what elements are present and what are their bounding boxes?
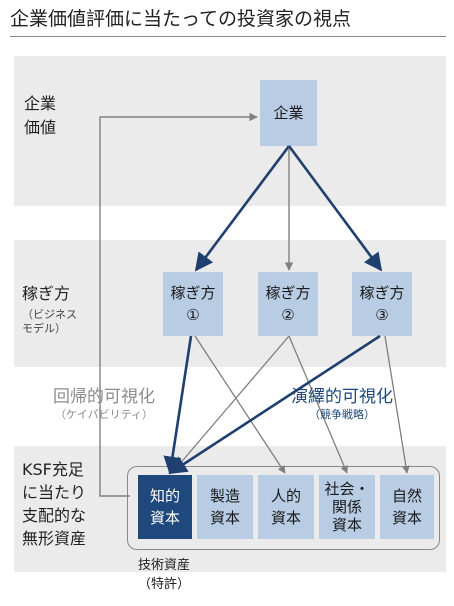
tech-asset-line: 技術資産 <box>137 558 190 573</box>
retro-visualization-label: 回帰的可視化 （ケイパビリティ） <box>38 386 170 422</box>
tech-asset-line: （特許） <box>137 577 190 592</box>
box-label: 資本 <box>391 509 422 527</box>
arrow-method1-to-intellectual <box>163 335 193 475</box>
page-title: 企業価値評価に当たっての投資家の視点 <box>10 8 352 30</box>
deduct-main: 演繹的可視化 <box>291 387 393 407</box>
retro-main: 回帰的可視化 <box>53 387 155 407</box>
box-label: 人的 <box>270 487 301 505</box>
box-label: 企業 <box>273 104 304 122</box>
box-label: 自然 <box>391 487 422 505</box>
box-number: ③ <box>375 306 389 324</box>
label-line: 支配的な <box>22 506 87 525</box>
capital-intellectual-box: 知的 資本 <box>138 475 192 539</box>
band-enterprise-value <box>14 56 446 206</box>
capital-human-box: 人的 資本 <box>258 475 314 539</box>
box-label: 知的 <box>149 487 180 505</box>
retro-sub: （ケイパビリティ） <box>55 408 153 421</box>
label-enterprise-value: 企業 価値 <box>24 92 56 140</box>
arrow-company-to-method3 <box>287 145 383 272</box>
box-label: 稼ぎ方 <box>359 284 405 302</box>
box-label: 資本 <box>149 509 180 527</box>
earning-method-1-box: 稼ぎ方 ① <box>163 272 223 336</box>
arrow-method2-to-intellectual <box>171 335 290 474</box>
box-label: 資本 <box>331 516 362 534</box>
tech-asset-label: 技術資産 （特許） <box>128 556 200 594</box>
label-sub-line: （ビジネス <box>22 308 77 321</box>
box-label: 稼ぎ方 <box>170 284 216 302</box>
label-line: 価値 <box>24 118 57 137</box>
title-underline <box>10 36 446 37</box>
label-line: 稼ぎ方 <box>22 284 71 303</box>
box-label: 関係 <box>331 498 362 516</box>
arrow-company-to-method1 <box>194 145 291 272</box>
box-label: 社会・ <box>324 480 370 498</box>
label-line: 無形資産 <box>22 529 87 548</box>
capital-manufactured-box: 製造 資本 <box>197 475 253 539</box>
label-line: KSF充足 <box>22 460 84 479</box>
box-number: ① <box>186 306 200 324</box>
arrow-method3-to-intellectual <box>168 334 381 475</box>
box-label: 資本 <box>270 509 301 527</box>
earning-method-3-box: 稼ぎ方 ③ <box>352 272 412 336</box>
box-label: 製造 <box>209 487 240 505</box>
label-earning-method: 稼ぎ方 （ビジネス モデル） <box>22 282 77 336</box>
arrow-method3-to-natural <box>384 335 410 474</box>
label-line: に当たり <box>22 483 87 502</box>
label-line: 企業 <box>24 94 57 113</box>
deductive-visualization-label: 演繹的可視化 （競争戦略） <box>282 386 402 422</box>
arrow-method2-to-social <box>288 335 348 474</box>
box-number: ② <box>281 306 295 324</box>
label-ksf: KSF充足 に当たり 支配的な 無形資産 <box>22 458 86 550</box>
arrow-retro-loop <box>99 112 258 497</box>
capital-natural-box: 自然 資本 <box>380 475 434 539</box>
box-label: 稼ぎ方 <box>265 284 311 302</box>
arrow-method1-to-human <box>194 335 286 474</box>
box-label: 資本 <box>209 509 240 527</box>
deduct-sub: （競争戦略） <box>309 408 375 421</box>
earning-method-2-box: 稼ぎ方 ② <box>258 272 318 336</box>
label-sub-line: モデル） <box>22 322 66 335</box>
capital-social-relationship-box: 社会・ 関係 資本 <box>319 475 375 539</box>
company-box: 企業 <box>260 80 317 146</box>
